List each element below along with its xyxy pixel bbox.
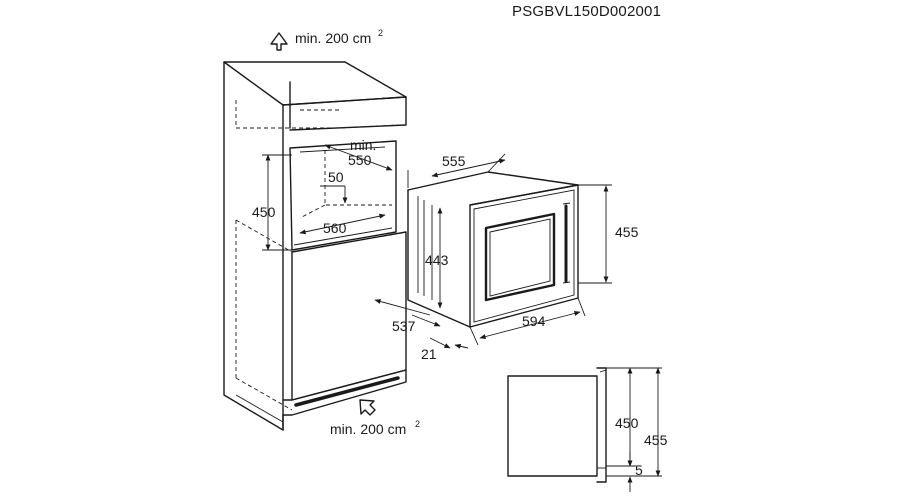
appliance-recess-label: 537	[392, 318, 416, 334]
frame-thickness-label: 21	[421, 346, 437, 362]
appliance-width-label: 594	[522, 313, 546, 329]
arrow-up-icon	[270, 32, 288, 51]
niche-height-label: 450	[252, 204, 276, 220]
document-code: PSGBVL150D002001	[512, 3, 661, 20]
ventilation-bottom-label: min. 200 cm	[330, 421, 406, 437]
ventilation-bottom: min. 200 cm 2	[330, 399, 420, 437]
ventilation-bottom-sup: 2	[415, 419, 420, 429]
niche-dimensions: 450 min. 550 50 560	[252, 137, 393, 251]
niche-width-label: 560	[323, 220, 347, 236]
appliance-body-height-label: 443	[425, 252, 449, 268]
ventilation-top-sup: 2	[378, 28, 383, 38]
ventilation-top: min. 200 cm 2	[270, 28, 383, 51]
niche-depth-label-min: min.	[350, 137, 376, 153]
ventilation-top-label: min. 200 cm	[295, 30, 371, 46]
side-view-dimensions: 450 455 5	[606, 367, 668, 492]
appliance-height-label: 455	[615, 224, 639, 240]
side-view	[507, 367, 607, 483]
side-inner-height-label: 450	[615, 415, 639, 431]
arrow-diagonal-icon	[359, 399, 376, 416]
side-bottom-offset-label: 5	[635, 462, 643, 478]
appliance-depth-label: 555	[442, 153, 466, 169]
appliance-dimensions: 555 455 443 537 594 21	[374, 153, 639, 362]
tall-cabinet	[223, 61, 407, 431]
niche-depth-label-value: 550	[348, 152, 372, 168]
gap-label: 50	[328, 169, 344, 185]
side-total-height-label: 455	[644, 432, 668, 448]
appliance	[407, 171, 579, 328]
